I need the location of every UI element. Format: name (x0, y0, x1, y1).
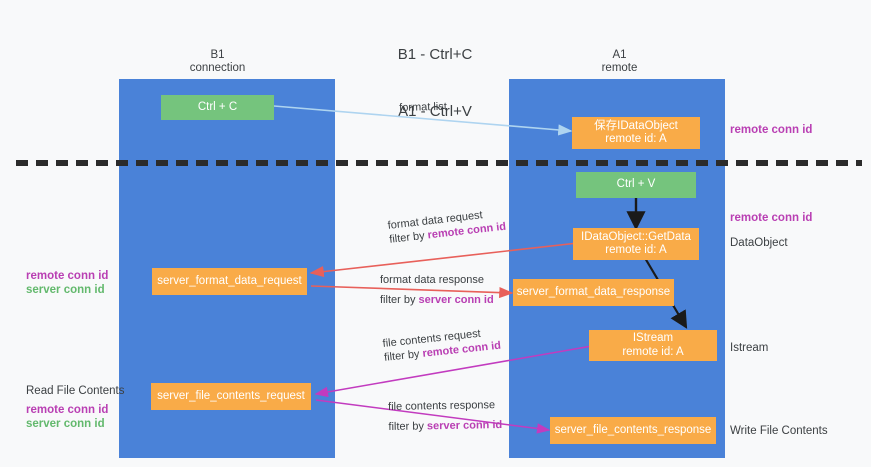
left-label-remote-conn-id: remote conn id (26, 270, 109, 282)
left-label-server-conn-id-2: server conn id (26, 418, 105, 430)
edge-label-format-data-request: format data request filter by remote con… (387, 206, 507, 247)
right-label-dataobject: DataObject (730, 237, 788, 249)
filter-key-server-conn-id: server conn id (426, 419, 503, 433)
filter-prefix: filter by (388, 229, 429, 246)
filter-key-server-conn-id: server conn id (418, 294, 494, 306)
edge-label-format-data-response-text: format data response (380, 274, 484, 286)
node-server-file-contents-request[interactable]: server_file_contents_request (151, 383, 311, 410)
left-label-remote-conn-id-2: remote conn id (26, 404, 109, 416)
edge-label-file-contents-request: file contents request filter by remote c… (382, 325, 502, 365)
right-label-remote-conn-id-1: remote conn id (730, 124, 813, 136)
node-istream[interactable]: IStream remote id: A (589, 330, 717, 361)
right-label-write-file-contents: Write File Contents (730, 425, 828, 437)
page-title-line-1: B1 - Ctrl+C (397, 46, 473, 63)
filter-prefix: filter by (388, 420, 428, 433)
edge-label-format-data-response-filter: filter by server conn id (380, 293, 494, 307)
edge-label-file-contents-response-filter: filter by server conn id (388, 418, 502, 434)
left-label-server-conn-id: server conn id (26, 284, 105, 296)
filter-prefix: filter by (380, 294, 419, 306)
node-server-format-data-response[interactable]: server_format_data_response (513, 279, 674, 306)
edge-label-format-data-response: format data response filter by server co… (380, 273, 494, 307)
column-header-b1: B1 connection (189, 49, 246, 74)
node-server-format-data-request[interactable]: server_format_data_request (152, 268, 307, 295)
column-header-a1: A1 remote (601, 49, 638, 74)
node-ctrl-v[interactable]: Ctrl + V (576, 172, 696, 198)
left-label-read-file-contents: Read File Contents (26, 385, 125, 397)
right-label-istream: Istream (730, 342, 769, 354)
node-idataobject-getdata[interactable]: IDataObject::GetData remote id: A (573, 228, 699, 260)
edge-label-file-contents-response: file contents response filter by server … (388, 398, 502, 434)
right-label-remote-conn-id-2: remote conn id (730, 212, 813, 224)
node-save-idataobject[interactable]: 保存IDataObject remote id: A (572, 117, 700, 149)
node-server-file-contents-response[interactable]: server_file_contents_response (550, 417, 716, 444)
node-ctrl-c[interactable]: Ctrl + C (161, 95, 274, 120)
edge-label-file-contents-response-text: file contents response (388, 399, 496, 413)
edge-label-format-list: format list (399, 100, 448, 114)
filter-prefix: filter by (383, 347, 424, 364)
